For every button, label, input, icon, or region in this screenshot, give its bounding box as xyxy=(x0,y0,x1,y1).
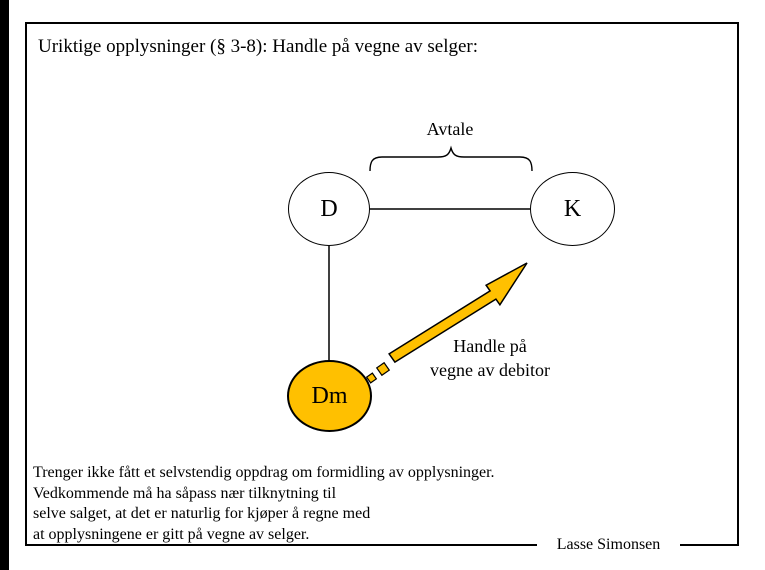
note-paragraph: Trenger ikke fått et selvstendig oppdrag… xyxy=(33,463,495,545)
node-debitor-medhjelper-label: Dm xyxy=(311,382,348,409)
slide-title: Uriktige opplysninger (§ 3-8): Handle på… xyxy=(38,36,479,57)
node-kreditor: K xyxy=(530,172,615,246)
note-line: Vedkommende må ha såpass nær tilknytning… xyxy=(33,484,337,502)
author-label: Lasse Simonsen xyxy=(537,535,680,555)
node-debitor: D xyxy=(288,172,370,246)
avtale-label: Avtale xyxy=(426,119,474,139)
arrow-label: Handle på vegne av debitor xyxy=(400,334,580,382)
note-line: at opplysningene er gitt på vegne av sel… xyxy=(33,525,310,543)
left-edge-bar xyxy=(0,0,9,570)
note-line: Trenger ikke fått et selvstendig oppdrag… xyxy=(33,464,495,481)
node-debitor-medhjelper: Dm xyxy=(287,360,372,432)
node-kreditor-label: K xyxy=(563,195,582,222)
slide-frame xyxy=(25,22,739,546)
node-debitor-label: D xyxy=(320,195,338,222)
arrow-label-line1: Handle på xyxy=(453,336,527,356)
note-line: selve salget, at det er naturlig for kjø… xyxy=(33,505,371,522)
arrow-label-line2: vegne av debitor xyxy=(430,360,550,380)
